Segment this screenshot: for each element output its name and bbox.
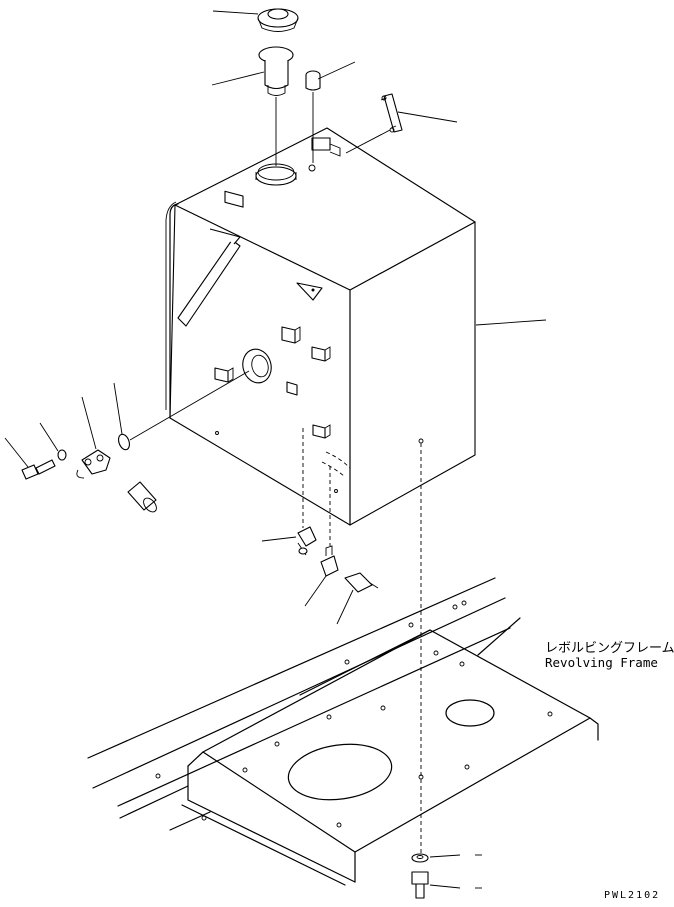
leader-lines [4,10,547,889]
mount-bolt [411,871,429,899]
drawing-code: PWL2102 [604,890,660,901]
elbow-fitting [76,449,111,479]
washer-left [57,449,67,461]
frame-label-english: Revolving Frame [545,655,658,670]
frame-label-japanese: レボルビングフレーム [545,641,674,656]
drain-valve [297,526,317,556]
level-gauge [380,93,403,133]
revolving-frame [87,577,599,886]
mount-washer [411,853,429,863]
o-ring [118,433,130,451]
connector [344,572,379,593]
bolt-left [21,459,56,480]
frame-bolt-holes [155,600,553,828]
hose-cap [127,481,157,513]
adapter [320,545,339,577]
strainer [258,46,294,96]
cap [257,8,299,32]
hydraulic-tank [165,127,476,526]
plug [305,70,321,91]
